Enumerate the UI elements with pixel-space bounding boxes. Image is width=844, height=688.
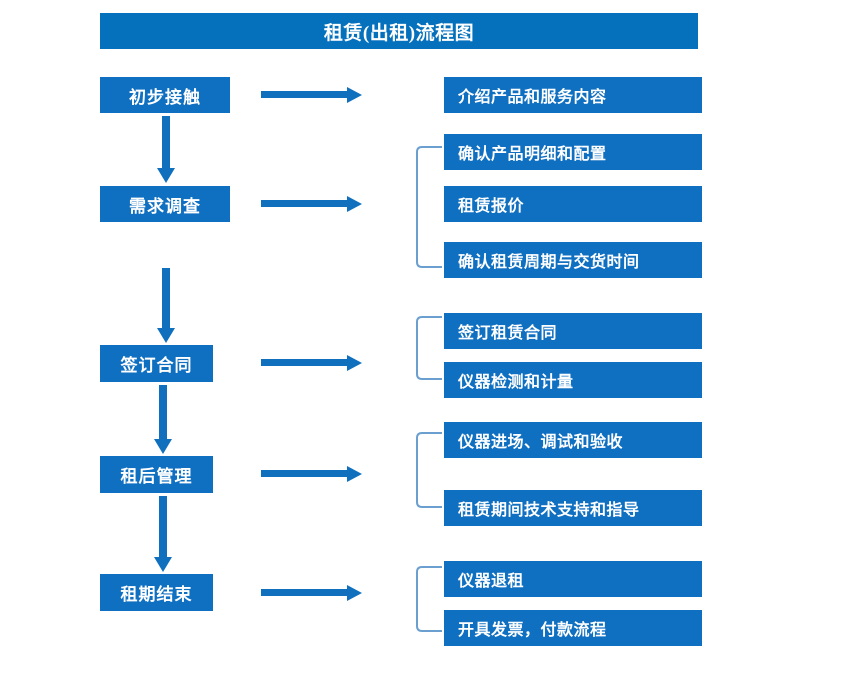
group-bracket-lease-end — [414, 566, 444, 632]
vertical-arrow-initial-to-demand — [155, 116, 177, 184]
detail-box-technical-support-during-lease[interactable]: 租赁期间技术支持和指导 — [444, 490, 702, 526]
group-bracket-demand-survey — [414, 146, 444, 268]
detail-box-invoice-payment-process[interactable]: 开具发票，付款流程 — [444, 610, 702, 646]
horizontal-arrow-sign-contract — [261, 354, 363, 373]
detail-box-lease-quotation[interactable]: 租赁报价 — [444, 186, 702, 222]
horizontal-arrow-post-lease-management — [261, 465, 363, 484]
detail-box-sign-lease-contract[interactable]: 签订租赁合同 — [444, 313, 702, 349]
flowchart-title: 租赁(出租)流程图 — [100, 13, 698, 49]
stage-box-sign-contract[interactable]: 签订合同 — [100, 345, 213, 382]
stage-box-initial-contact[interactable]: 初步接触 — [100, 77, 230, 113]
horizontal-arrow-demand-survey — [261, 195, 363, 214]
group-bracket-post-lease-management — [414, 432, 444, 508]
stage-box-lease-end[interactable]: 租期结束 — [100, 574, 213, 611]
vertical-arrow-postlease-to-leaseend — [152, 496, 174, 573]
vertical-arrow-contract-to-postlease — [152, 385, 174, 455]
stage-box-post-lease-management[interactable]: 租后管理 — [100, 456, 213, 493]
vertical-arrow-demand-to-contract — [155, 268, 177, 344]
detail-box-instrument-entry-commissioning-acceptance[interactable]: 仪器进场、调试和验收 — [444, 422, 702, 458]
detail-box-instrument-return[interactable]: 仪器退租 — [444, 561, 702, 597]
detail-box-confirm-lease-period-delivery[interactable]: 确认租赁周期与交货时间 — [444, 242, 702, 278]
detail-box-confirm-product-details[interactable]: 确认产品明细和配置 — [444, 134, 702, 170]
detail-box-introduce-products[interactable]: 介绍产品和服务内容 — [444, 77, 702, 113]
stage-box-demand-survey[interactable]: 需求调查 — [100, 186, 230, 222]
horizontal-arrow-initial-contact — [261, 86, 363, 105]
group-bracket-sign-contract — [414, 316, 444, 380]
horizontal-arrow-lease-end — [261, 584, 363, 603]
detail-box-instrument-inspection-metering[interactable]: 仪器检测和计量 — [444, 362, 702, 398]
